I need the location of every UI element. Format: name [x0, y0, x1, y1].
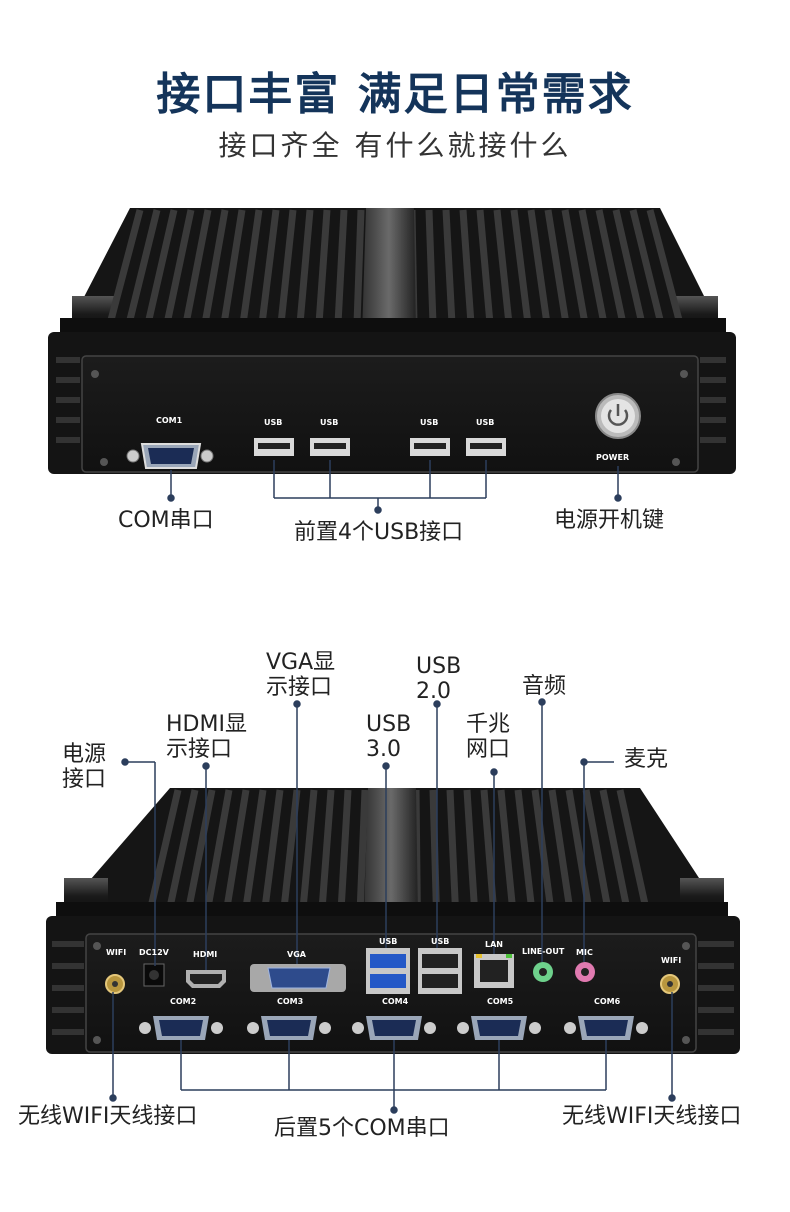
- callout-front-usb: 前置4个USB接口: [294, 520, 464, 545]
- rear-lan-port: [474, 954, 514, 988]
- callout-rear-mic: 麦克: [624, 747, 669, 772]
- callout-rear-usb20: USB 2.0: [416, 654, 462, 704]
- callout-rear-audio: 音频: [522, 674, 567, 699]
- rear-vga-port: [250, 964, 346, 992]
- rear-audio-jacks: [533, 962, 595, 982]
- front-usb-label-3: USB: [420, 418, 439, 427]
- rear-mic-label: MIC: [576, 948, 593, 957]
- rear-callout-lines: [109, 698, 676, 1114]
- page-subtitle: 接口齐全 有什么就接什么: [218, 129, 572, 162]
- front-side-fins: [56, 357, 726, 443]
- rear-wifi-label-left: WIFI: [106, 948, 127, 957]
- front-usb-ports: [254, 438, 506, 456]
- rear-com-ports: [139, 1016, 648, 1040]
- page-title: 接口丰富 满足日常需求: [156, 69, 634, 120]
- rear-usb20-stack: [418, 948, 462, 994]
- front-usb-label-4: USB: [476, 418, 495, 427]
- rear-screws: [93, 942, 690, 1044]
- callout-front-power: 电源开机键: [554, 508, 665, 533]
- callout-rear-hdmi: HDMI显 示接口: [166, 712, 247, 762]
- callout-rear-usb30: USB 3.0: [366, 712, 412, 762]
- rear-heatsink-fins: [56, 788, 728, 918]
- rear-com3-label: COM3: [277, 997, 304, 1006]
- rear-com6-label: COM6: [594, 997, 621, 1006]
- front-com1-port: [126, 443, 214, 469]
- rear-lan-label: LAN: [485, 940, 503, 949]
- callout-rear-lan: 千兆 网口: [466, 712, 511, 762]
- rear-dc-label: DC12V: [139, 948, 169, 957]
- callout-rear-vga: VGA显 示接口: [266, 650, 336, 700]
- front-power-label: POWER: [596, 453, 630, 462]
- callout-rear-com: 后置5个COM串口: [274, 1116, 450, 1141]
- callout-rear-wifi-right: 无线WIFI天线接口: [562, 1104, 742, 1129]
- front-usb-label-1: USB: [264, 418, 283, 427]
- front-heatsink-fins: [60, 208, 726, 336]
- callout-rear-wifi-left: 无线WIFI天线接口: [18, 1104, 198, 1129]
- rear-usb-label-2: USB: [431, 937, 450, 946]
- rear-hdmi-port: [186, 970, 226, 988]
- rear-usb30-stack: [366, 948, 410, 994]
- front-screws: [91, 370, 688, 466]
- rear-com2-label: COM2: [170, 997, 197, 1006]
- rear-vga-label: VGA: [287, 950, 306, 959]
- front-panel: [81, 355, 699, 473]
- rear-com4-label: COM4: [382, 997, 409, 1006]
- rear-com5-label: COM5: [487, 997, 514, 1006]
- callout-front-com: COM串口: [118, 508, 214, 533]
- rear-side-fins: [52, 941, 734, 1035]
- front-callout-lines: [167, 460, 622, 514]
- rear-usb-label-1: USB: [379, 937, 398, 946]
- front-com1-label: COM1: [156, 416, 183, 425]
- rear-wifi-connectors: [105, 974, 680, 994]
- rear-lineout-label: LINE-OUT: [522, 947, 565, 956]
- power-button-illustration: [595, 393, 641, 439]
- rear-wifi-label-right: WIFI: [661, 956, 682, 965]
- rear-hdmi-label: HDMI: [193, 950, 218, 959]
- rear-dc-jack: [143, 963, 165, 987]
- front-usb-label-2: USB: [320, 418, 339, 427]
- callout-rear-power: 电源 接口: [62, 742, 107, 792]
